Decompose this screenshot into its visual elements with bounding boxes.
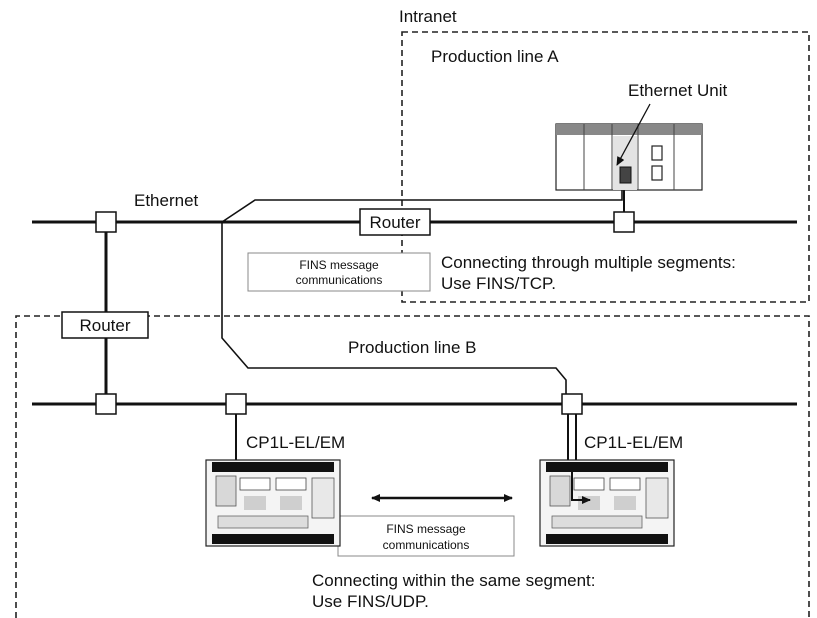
cp1l-right-plc [539,459,675,547]
fins-msg-box-top [247,252,431,292]
ethernet-unit-pointer [616,103,651,166]
ethernet-unit-label: Ethernet Unit [628,81,727,100]
production-line-a-label: Production line A [431,47,559,66]
production-line-b-area [15,315,810,618]
tap-bottom-right [561,393,583,415]
tap-bottom-mid [225,393,247,415]
ethernet-label: Ethernet [134,191,199,210]
cp1l-left-plc [205,459,341,547]
cp1l-right-label: CP1L-EL/EM [584,433,683,452]
production-line-b-label: Production line B [348,338,477,357]
tap-top-right [613,211,635,233]
router-left-label: Router [79,316,130,335]
ethernet-unit-rack [555,123,703,191]
fins-msg-top-l2: communications [296,273,383,287]
cp1l-left-label: CP1L-EL/EM [246,433,345,452]
fins-msg-box-bottom [337,515,515,557]
fins-msg-bottom-l2: communications [383,538,470,552]
router-left-box [61,311,149,339]
intranet-label: Intranet [399,7,457,26]
router-top-label: Router [369,213,420,232]
fins-path [221,190,623,394]
tap-bottom-left [95,393,117,415]
multi-segment-line2: Use FINS/TCP. [441,274,556,293]
tap-top-left [95,211,117,233]
multi-segment-line1: Connecting through multiple segments: [441,253,736,272]
router-top-box [359,208,431,236]
same-segment-line1: Connecting within the same segment: [312,571,596,590]
same-segment-line2: Use FINS/UDP. [312,592,429,611]
production-line-a-area [401,31,810,303]
ethernet-port [619,166,632,184]
fins-msg-top-l1: FINS message [299,258,379,272]
fins-msg-bottom-l1: FINS message [386,522,466,536]
